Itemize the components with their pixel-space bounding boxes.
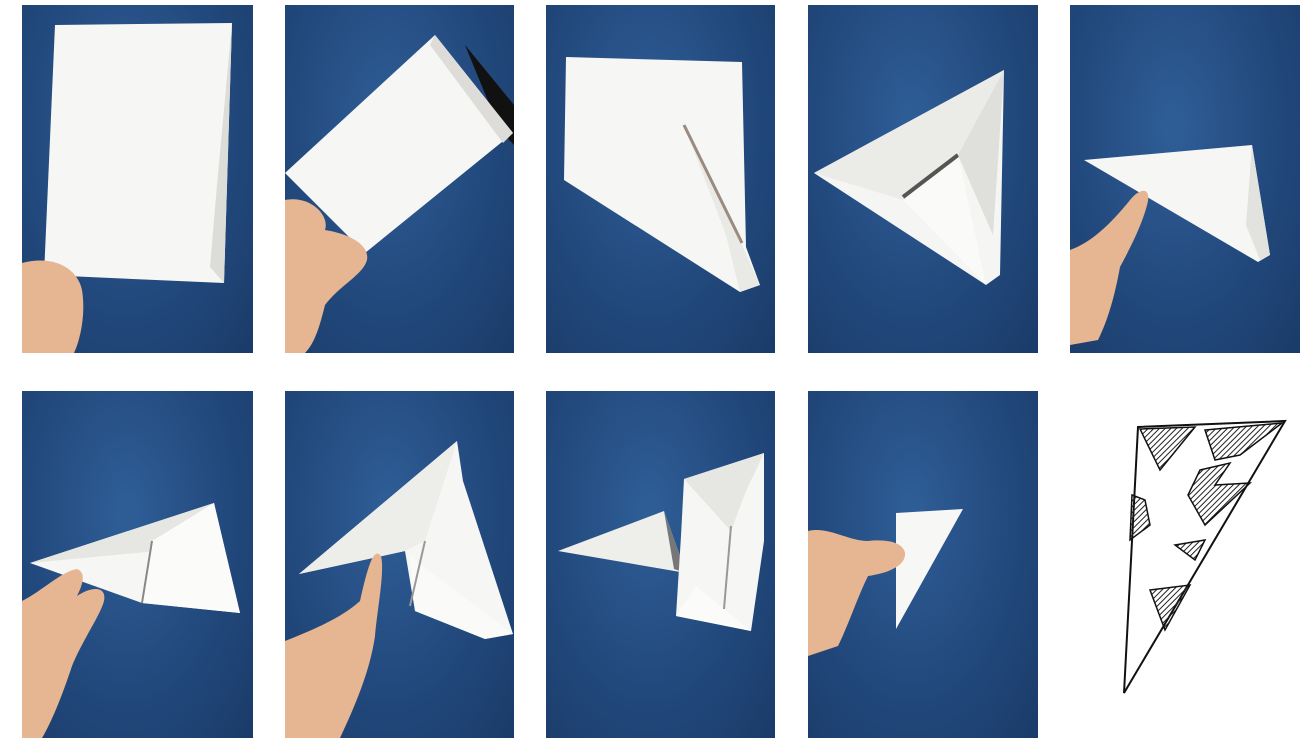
hand [1070,191,1148,345]
step-8-photo [546,391,775,738]
paper-sheet [44,23,232,283]
step-1-photo [22,5,253,353]
step-4-photo [808,5,1038,353]
step-6-photo [22,391,253,738]
hatched-cut [1150,585,1190,630]
sketch-snowflake-template [1110,415,1295,700]
paper-sheet [896,509,963,629]
hatched-cut [1130,495,1150,540]
step-5-photo [1070,5,1300,353]
hand [808,530,905,656]
step-3-photo [546,5,775,353]
hatched-cut [1175,540,1205,560]
hatched-cut [1205,423,1282,460]
outline [1124,421,1285,693]
step-9-photo [808,391,1038,738]
hand [22,569,104,738]
step-7-photo [285,391,514,738]
paper-sheet [564,57,760,292]
step-2-photo [285,5,514,353]
hand [22,261,83,353]
hatched-cut [1140,427,1195,470]
hand [285,554,382,738]
